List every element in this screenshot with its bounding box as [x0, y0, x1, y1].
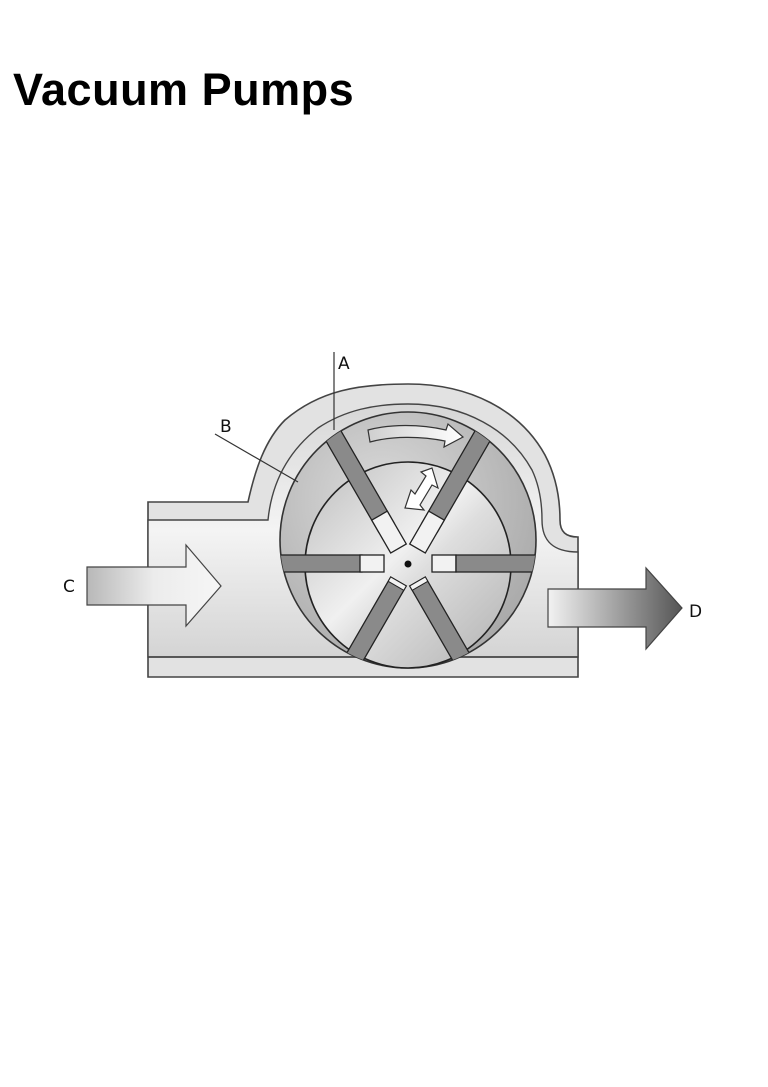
- rotation-arrow-icon: [367, 422, 465, 449]
- outlet-arrow-icon: [547, 566, 683, 651]
- label-c: C: [63, 577, 75, 597]
- vanes: [280, 425, 536, 667]
- page-title: Vacuum Pumps: [13, 64, 355, 115]
- rotor-shaft-icon: [404, 560, 412, 568]
- label-b: B: [220, 417, 232, 437]
- inlet-arrow-icon: [86, 543, 222, 628]
- label-d: D: [689, 602, 702, 622]
- leader-line-b: [214, 433, 299, 483]
- vane-movement-arrow-icon: [404, 467, 439, 511]
- label-a: A: [338, 354, 350, 374]
